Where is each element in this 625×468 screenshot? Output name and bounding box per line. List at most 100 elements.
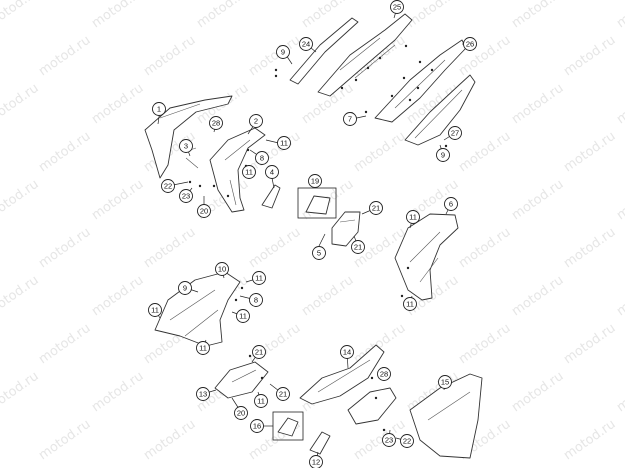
svg-text:24: 24 [302, 40, 310, 49]
part-25-upper-trim [317, 13, 413, 97]
watermark-text: motod.ru [509, 0, 566, 31]
watermark-text: motod.ru [456, 321, 513, 367]
callout-5: 5 [312, 246, 326, 260]
watermark-text: motod.ru [246, 33, 303, 79]
part-2-front-fairing [209, 127, 266, 213]
watermark-text: motod.ru [89, 81, 146, 127]
svg-text:8: 8 [260, 154, 264, 163]
svg-text:11: 11 [406, 300, 414, 309]
svg-text:11: 11 [151, 306, 159, 315]
svg-text:7: 7 [348, 115, 352, 124]
svg-text:6: 6 [449, 200, 453, 209]
callout-6: 6 [444, 197, 458, 211]
part-4-bracket [261, 184, 281, 209]
part-16-clip [277, 417, 299, 437]
watermark-text: motod.ru [561, 129, 618, 175]
part-19-clip [305, 195, 331, 215]
watermark-text: motod.ru [89, 0, 146, 31]
callout-7: 7 [343, 112, 357, 126]
callout-23a: 23 [179, 189, 193, 203]
callout-20a: 20 [197, 204, 211, 218]
watermark-text: motod.ru [614, 81, 625, 127]
fastener-dot [444, 144, 448, 148]
part-lower-cover [347, 387, 397, 425]
svg-text:10: 10 [218, 265, 226, 274]
fastener-dot [418, 60, 422, 64]
callout-26: 26 [463, 37, 477, 51]
callout-20b: 20 [234, 406, 248, 420]
svg-text:16: 16 [253, 422, 261, 431]
callout-13: 13 [196, 387, 210, 401]
watermark-text: motod.ru [561, 225, 618, 271]
watermark-text: motod.ru [456, 225, 513, 271]
fastener-dot [274, 68, 278, 72]
watermark-text: motod.ru [0, 177, 41, 223]
fastener-dot [430, 68, 434, 72]
svg-text:11: 11 [280, 139, 288, 148]
part-9-left-fairing [154, 271, 241, 347]
callout-21a: 21 [369, 201, 383, 215]
svg-text:21: 21 [372, 204, 380, 213]
svg-text:8: 8 [254, 296, 258, 305]
svg-text:23: 23 [182, 192, 190, 201]
svg-text:1: 1 [157, 105, 161, 114]
fastener-dot [378, 56, 382, 60]
svg-text:22: 22 [403, 437, 411, 446]
watermark-text: motod.ru [36, 33, 93, 79]
callout-8b: 8 [249, 293, 263, 307]
callout-23b: 23 [382, 433, 396, 447]
svg-text:11: 11 [255, 274, 263, 283]
watermark-text: motod.ru [89, 273, 146, 319]
part-12-small-piece [309, 431, 331, 455]
fastener-dot [402, 76, 406, 80]
callout-9a: 9 [276, 45, 290, 59]
callout-12: 12 [309, 455, 323, 468]
watermark-text: motod.ru [404, 0, 461, 31]
callout-11d: 11 [148, 303, 162, 317]
callout-3: 3 [179, 139, 193, 153]
part-14-side-cover [299, 344, 385, 405]
watermark-text: motod.ru [509, 177, 566, 223]
callout-11e: 11 [236, 309, 250, 323]
fastener-dot [404, 44, 408, 48]
callout-16: 16 [250, 419, 264, 433]
svg-text:11: 11 [409, 213, 417, 222]
subassembly-box-19 [297, 187, 337, 219]
svg-text:22: 22 [164, 182, 172, 191]
svg-text:2: 2 [254, 117, 258, 126]
watermark-text: motod.ru [614, 369, 625, 415]
watermark-text: motod.ru [141, 225, 198, 271]
svg-text:9: 9 [441, 151, 445, 160]
watermark-text: motod.ru [36, 129, 93, 175]
fastener-dot [340, 86, 344, 90]
fastener-dot [274, 74, 278, 78]
svg-text:11: 11 [239, 312, 247, 321]
fastener-dot [364, 110, 368, 114]
callout-24: 24 [299, 37, 313, 51]
part-27-rear-panel [404, 74, 476, 146]
fastener-dot [400, 294, 404, 298]
fastener-dot [374, 396, 378, 400]
watermark-text: motod.ru [351, 129, 408, 175]
fastener-dots [188, 44, 448, 438]
svg-text:15: 15 [441, 378, 449, 387]
callout-21c: 21 [252, 345, 266, 359]
svg-text:3: 3 [184, 142, 188, 151]
svg-text:11: 11 [257, 397, 265, 406]
fastener-dot [248, 354, 252, 358]
parts [144, 13, 483, 459]
callout-27: 27 [448, 126, 462, 140]
svg-text:25: 25 [393, 3, 401, 12]
callout-1: 1 [152, 102, 166, 116]
fastener-dot [382, 428, 386, 432]
svg-text:19: 19 [311, 177, 319, 186]
fastener-dot [260, 376, 264, 380]
svg-text:21: 21 [255, 348, 263, 357]
fastener-dot [212, 184, 216, 188]
watermark-text: motod.ru [456, 129, 513, 175]
watermark-text: motod.ru [614, 177, 625, 223]
fastener-dot [416, 86, 420, 90]
callout-4: 4 [265, 165, 279, 179]
callout-28b: 28 [377, 367, 391, 381]
